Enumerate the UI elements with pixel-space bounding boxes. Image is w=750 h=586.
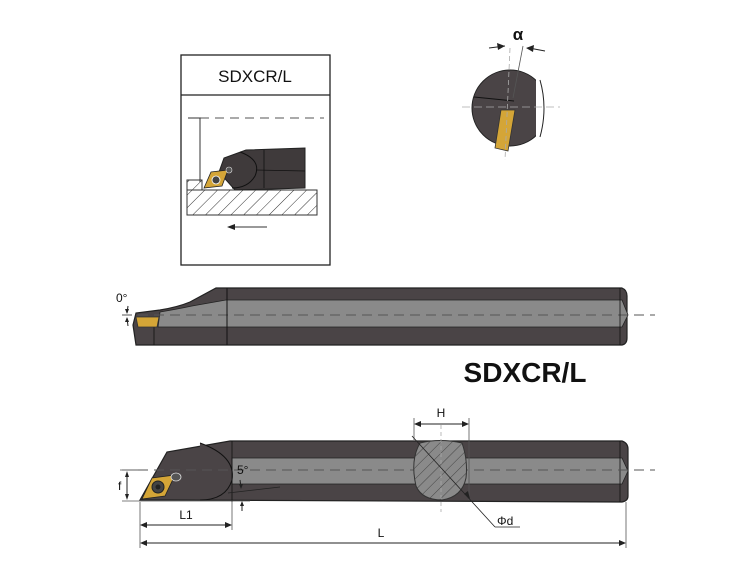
alpha-label: α — [513, 25, 524, 44]
top-view: H Φd 5° f L1 L — [118, 406, 655, 548]
inset-title: SDXCR/L — [218, 67, 292, 86]
side-view: 0° — [116, 287, 655, 346]
inset-diagram: SDXCR/L — [180, 54, 331, 266]
five-degree-label: 5° — [237, 463, 249, 477]
H-label: H — [437, 406, 446, 420]
end-view: α — [462, 25, 560, 161]
cross-section: H Φd — [411, 406, 520, 528]
f-label: f — [118, 479, 122, 493]
L-label: L — [378, 526, 385, 540]
zero-degree-label: 0° — [116, 291, 128, 305]
tool-title: SDXCR/L — [464, 357, 587, 388]
diameter-label: Φd — [497, 514, 513, 528]
L1-label: L1 — [179, 508, 193, 522]
